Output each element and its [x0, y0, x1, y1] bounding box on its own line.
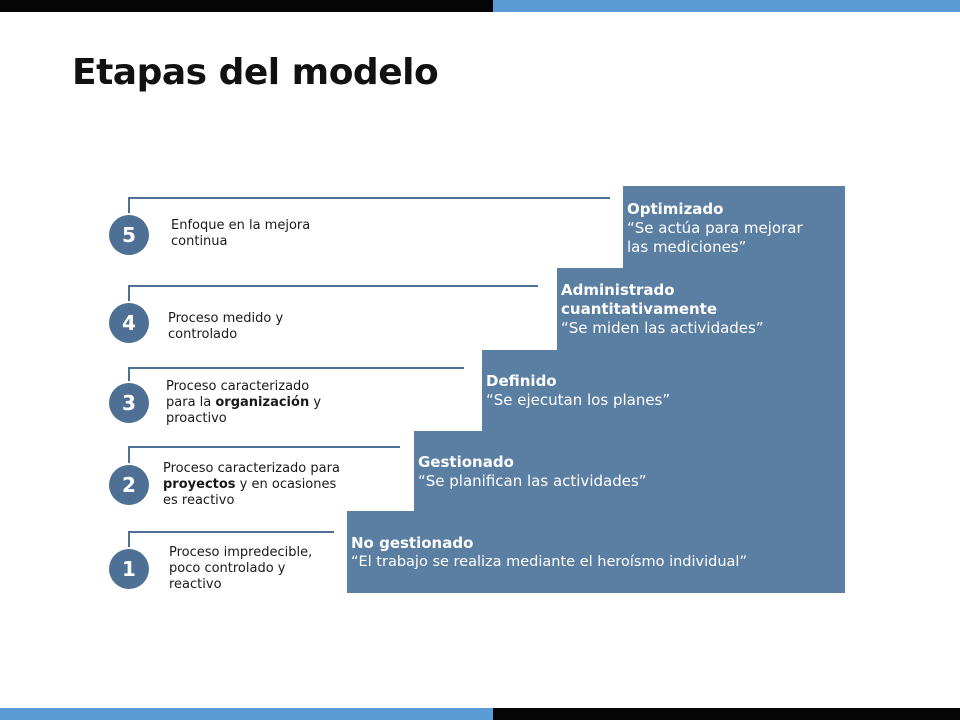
- level-1-name: No gestionado: [351, 534, 474, 552]
- step-block-5: [623, 186, 845, 593]
- connector-line-1: [128, 531, 334, 533]
- level-2-name: Gestionado: [418, 453, 514, 471]
- bottom-bar-dark: [493, 708, 960, 720]
- step-block-1: [347, 511, 414, 593]
- connector-vline-3: [128, 367, 130, 385]
- level-3-name: Definido: [486, 372, 557, 390]
- top-bar-blue: [493, 0, 960, 12]
- step-block-3: [482, 350, 557, 593]
- connector-vline-2: [128, 446, 130, 466]
- level-2-quote: “Se planifican las actividades”: [418, 472, 647, 490]
- level-5-badge: 5: [109, 215, 149, 255]
- step-block-2: [414, 431, 482, 593]
- level-1-description: Proceso impredecible, poco controlado y …: [169, 545, 313, 592]
- connector-line-2: [128, 446, 400, 448]
- level-5-name: Optimizado: [627, 200, 724, 218]
- level-2-badge: 2: [109, 465, 149, 505]
- level-4-badge: 4: [109, 303, 149, 343]
- level-2-description: Proceso caracterizado para proyectos y e…: [163, 461, 340, 508]
- connector-line-3: [128, 367, 464, 369]
- level-4-quote: “Se miden las actividades”: [561, 319, 764, 337]
- level-1-badge: 1: [109, 549, 149, 589]
- connector-vline-1: [128, 531, 130, 551]
- top-bar-dark: [0, 0, 493, 12]
- connector-line-4: [128, 285, 538, 287]
- bottom-bar-blue: [0, 708, 493, 720]
- level-3-description: Proceso caracterizado para la organizaci…: [166, 379, 322, 426]
- connector-line-5: [128, 197, 610, 199]
- level-1-quote: “El trabajo se realiza mediante el heroí…: [351, 554, 747, 570]
- level-3-quote: “Se ejecutan los planes”: [486, 391, 671, 409]
- step-block-4: [557, 268, 623, 593]
- connector-vline-4: [128, 285, 130, 305]
- page-title: Etapas del modelo: [72, 52, 439, 93]
- connector-vline-5: [128, 197, 130, 217]
- level-3-badge: 3: [109, 383, 149, 423]
